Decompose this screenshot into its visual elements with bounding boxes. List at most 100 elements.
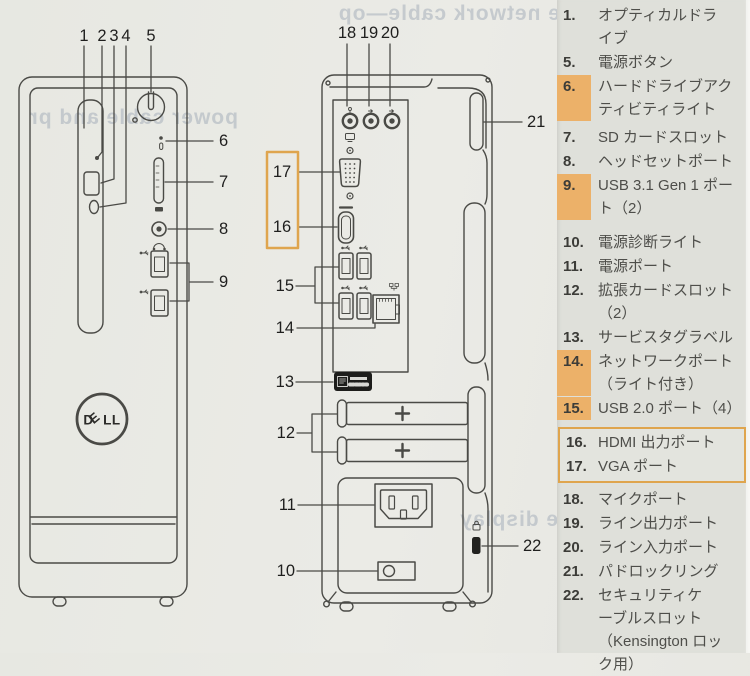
legend-item-text: オプティカルドライブ [598,7,718,47]
usb3-port-tongue [154,256,165,272]
thumbscrew [469,600,477,608]
callout-2: 2 [97,26,107,45]
legend-item-number: 21. [563,563,584,580]
legend-item-text: マイクポート [598,491,688,508]
callout-15: 15 [275,276,294,295]
padlock-icon [472,520,481,531]
screw-hole [325,80,331,86]
expansion-slots [336,399,469,465]
callout-10: 10 [276,561,295,580]
vga-screw [349,149,351,152]
usb2-port-tongue [341,298,351,314]
highlight-box-16-17 [265,150,300,250]
thumbscrew [327,591,337,603]
mic-port-pin [347,118,353,124]
callout-12: 12 [276,423,295,442]
legend-item-12: 12.拡張カードスロット（2） [557,279,750,325]
rear-top-tab [437,87,487,149]
vga-port [338,133,362,200]
line-in-port [383,112,401,130]
power-button [136,92,166,122]
usb3-icon [139,289,149,295]
headset-icon [152,247,156,251]
usb2-port [338,292,354,320]
sd-card-icon [155,207,163,212]
legend-item-21: 21.パドロックリング [557,560,750,583]
legend-item-text: ライン出力ポート [598,515,719,532]
legend-item-number: 16. [566,434,587,451]
io-panel [332,99,409,373]
power-diagnostic-light [377,561,416,581]
rear-right-edge [484,492,489,593]
rear-foot [442,601,457,612]
callout-16: 16 [272,217,292,236]
legend-item-number: 14. [557,350,591,396]
monitor-icon [345,133,355,140]
legend-item-text: 電源診断ライト [598,234,704,251]
expansion-slot-cap [336,399,348,428]
rear-top-seam [329,78,433,88]
legend-item-number: 20. [563,539,584,556]
headset-icon [163,247,166,251]
rear-chassis-outline [321,74,493,604]
legend-item-7: 7.SD カードスロット [557,126,750,149]
rear-view [265,43,523,612]
callout-1: 1 [79,26,89,45]
rear-right-bracket [467,386,486,494]
legend-item-text: 電源ポート [598,258,674,275]
thumbscrew [462,591,472,603]
legend-item-number: 11. [563,258,584,275]
line-out-port [362,112,380,130]
callout-8: 8 [219,219,229,238]
legend-item-6: 6.ハードドライブアクティビティライト [557,75,750,121]
callout-22: 22 [523,536,542,555]
front-foot [52,596,67,607]
legend-item-text: HDMI 出力ポート [598,434,716,451]
callout-21: 21 [527,112,546,131]
padlock-ring-channel [463,202,486,364]
line-in-icon [389,109,394,113]
front-pinhole [132,117,138,123]
callout-5: 5 [146,26,156,45]
mic-port [341,112,359,130]
expansion-slot [345,401,469,426]
legend-item-11: 11. 電源ポート [557,255,750,278]
line-out-icon [368,109,373,113]
legend-item-18: 18.マイクポート [557,488,750,511]
legend-item-text: セキュリティケーブルスロット（Kensington ロック用） [598,587,723,673]
usb3-port [150,250,169,278]
screw-hole [485,77,491,83]
power-port [374,483,433,528]
rear-foot [339,601,354,612]
usb3-port [150,289,169,317]
front-foot [159,596,174,607]
usb2-ports [338,245,372,320]
callout-7: 7 [219,172,229,191]
headset-port [151,221,167,237]
usb2-port [356,252,372,280]
network-icon [389,283,399,291]
sd-slot-ticks [155,165,160,188]
security-cable-slot [472,537,481,554]
legend-item-number: 17. [566,458,587,475]
optical-drive-eject-button [83,171,100,196]
vga-screw [346,146,354,155]
legend-item-16: 16. HDMI 出力ポート [560,431,744,454]
ethernet-jack-inner [376,298,396,320]
power-diagnostic-light-lens [382,564,396,578]
callout-13: 13 [275,372,294,391]
legend-item-number: 12. [563,282,584,299]
callout-6: 6 [219,131,229,150]
ethernet-port [372,283,400,324]
legend-item-text: 電源ボタン [598,54,674,71]
legend-item-10: 10.電源診断ライト [557,231,750,254]
front-bezel [29,87,178,564]
legend-item-8: 8.ヘッドセットポート [557,150,750,173]
usb2-port-tongue [359,258,369,274]
emergency-eject-hole [88,199,100,215]
usb2-port-tongue [359,298,369,314]
callout-18: 18 [337,23,357,42]
